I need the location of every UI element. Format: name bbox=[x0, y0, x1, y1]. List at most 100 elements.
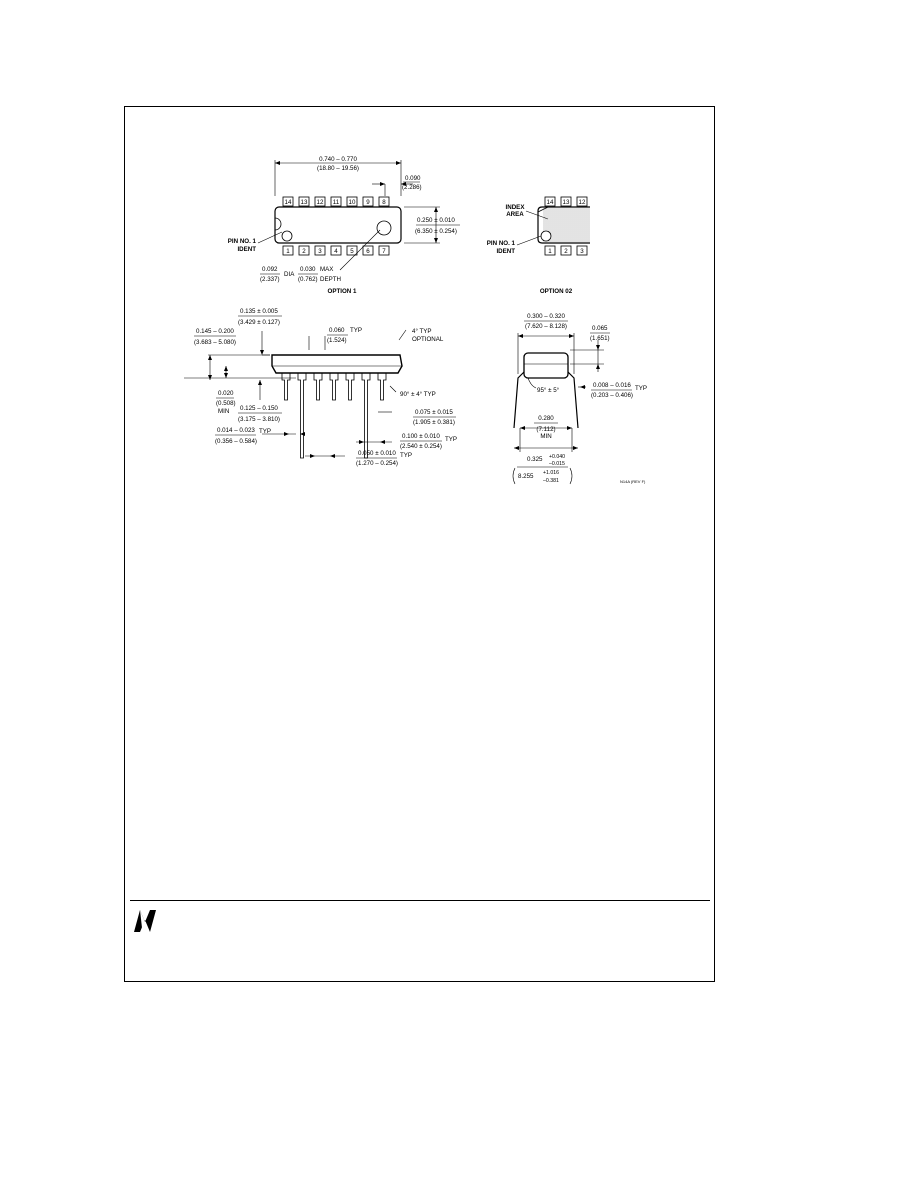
option1-depth-in: 0.030 bbox=[300, 266, 316, 273]
side-lead bbox=[361, 373, 371, 459]
page-frame bbox=[124, 106, 715, 982]
end-lead-in: 0.008 – 0.016 bbox=[593, 382, 631, 389]
option1-top-pin-box-13 bbox=[298, 196, 310, 207]
option2-bottom-pins: 1 2 3 bbox=[544, 245, 588, 256]
end-span-tol-minus: –0.015 bbox=[549, 461, 565, 467]
option2-top-pin-box-13 bbox=[560, 196, 572, 207]
side-angle-a2: OPTIONAL bbox=[412, 336, 444, 343]
option1-width-mm: (6.350 ± 0.254) bbox=[415, 228, 457, 235]
side-lead bbox=[281, 373, 291, 401]
option1-top-pin-number: 9 bbox=[366, 199, 370, 206]
side-d4-min: MIN bbox=[218, 408, 229, 415]
option2-top-pin-number: 13 bbox=[563, 199, 570, 206]
option1-top-pin-number: 11 bbox=[333, 199, 340, 206]
option1-length-mm: (18.80 – 19.56) bbox=[317, 165, 359, 172]
option1-depth-label-2: DEPTH bbox=[320, 276, 341, 283]
option2-pin1-label-2: IDENT bbox=[496, 248, 515, 255]
side-d3-typ: TYP bbox=[350, 327, 362, 334]
side-angle-a1: 4° TYP bbox=[412, 328, 432, 335]
end-lead-right bbox=[567, 371, 579, 429]
side-d9-in: 0.050 ± 0.010 bbox=[358, 450, 396, 457]
side-d9-typ: TYP bbox=[400, 452, 412, 459]
option1-ejector-mark bbox=[376, 220, 392, 236]
option1-length-in: 0.740 – 0.770 bbox=[319, 156, 357, 163]
option2-bottom-pin-box-1 bbox=[544, 245, 556, 256]
option1-bottom-pin-box-3 bbox=[314, 245, 326, 256]
side-d8-in: 0.100 ± 0.010 bbox=[402, 433, 440, 440]
option1-bottom-pin-number: 5 bbox=[350, 248, 354, 255]
side-lead bbox=[313, 373, 323, 401]
option1-end-in: 0.090 bbox=[405, 175, 421, 182]
side-lead bbox=[377, 373, 387, 401]
end-body bbox=[523, 352, 569, 379]
option1-bottom-pin-box-2 bbox=[298, 245, 310, 256]
option2-pin1-label: PIN NO. 1 bbox=[487, 240, 516, 247]
option1-pin1-label: PIN NO. 1 bbox=[228, 238, 257, 245]
end-span-mm-minus: –0.381 bbox=[543, 478, 559, 484]
option1-top-pin-number: 8 bbox=[382, 199, 386, 206]
drawing-id: N14A (REV F) bbox=[620, 479, 646, 484]
option2-top-pin-number: 14 bbox=[547, 199, 554, 206]
end-span-in: 0.325 bbox=[527, 456, 543, 463]
end-span-tol-plus: +0.040 bbox=[549, 454, 565, 460]
option1-bottom-pin-box-6 bbox=[362, 245, 374, 256]
option2-index-label: INDEX bbox=[506, 204, 526, 211]
end-lead-left bbox=[513, 371, 525, 429]
option1-package-body bbox=[274, 206, 402, 244]
end-min-label: MIN bbox=[540, 433, 551, 440]
option1-top-pin-number: 12 bbox=[317, 199, 324, 206]
footer-divider bbox=[130, 900, 710, 901]
option2-bottom-pin-number: 1 bbox=[548, 248, 552, 255]
option1-bottom-pin-box-7 bbox=[378, 245, 390, 256]
side-d6-mm: (1.905 ± 0.381) bbox=[413, 419, 455, 426]
side-d5-in: 0.125 – 0.150 bbox=[240, 405, 278, 412]
end-lead-typ: TYP bbox=[635, 385, 647, 392]
side-d7-mm: (0.356 – 0.584) bbox=[215, 438, 257, 445]
option1-top-pin-number: 10 bbox=[349, 199, 356, 206]
side-d7-typ: TYP bbox=[259, 428, 271, 435]
side-lead bbox=[297, 373, 307, 459]
option1-top-pin-box-10 bbox=[346, 196, 358, 207]
side-d4-mm: (0.508) bbox=[216, 400, 236, 407]
side-d6-in: 0.075 ± 0.015 bbox=[415, 409, 453, 416]
option1-top-pin-box-12 bbox=[314, 196, 326, 207]
option1-bottom-pin-number: 1 bbox=[286, 248, 290, 255]
side-d4-in: 0.020 bbox=[218, 390, 234, 397]
side-leads bbox=[281, 373, 387, 459]
option2-bottom-pin-box-3 bbox=[576, 245, 588, 256]
side-lead bbox=[329, 373, 339, 401]
side-d8-mm: (2.540 ± 0.254) bbox=[400, 443, 442, 450]
end-min-in: 0.280 bbox=[538, 415, 554, 422]
option1-top-pins: 14 13 12 11 10 9 8 bbox=[282, 196, 390, 207]
option2-index-label-2: AREA bbox=[506, 211, 524, 218]
option2-bottom-pin-number: 2 bbox=[564, 248, 568, 255]
side-d3-mm: (1.524) bbox=[327, 337, 347, 344]
option2-bottom-pin-number: 3 bbox=[580, 248, 584, 255]
option1-width-in: 0.250 ± 0.010 bbox=[417, 217, 455, 224]
side-d2-in: 0.145 – 0.200 bbox=[196, 328, 234, 335]
option1-top-pin-number: 14 bbox=[285, 199, 292, 206]
option1-top-pin-number: 13 bbox=[301, 199, 308, 206]
company-logo-icon bbox=[134, 910, 156, 932]
side-d1-in: 0.135 ± 0.005 bbox=[240, 308, 278, 315]
option1-bottom-pin-number: 6 bbox=[366, 248, 370, 255]
option1-dia-in: 0.092 bbox=[262, 266, 278, 273]
option1-notch bbox=[274, 217, 282, 231]
end-h-in: 0.065 bbox=[592, 325, 608, 332]
option1-end-mm: (2.286) bbox=[402, 184, 422, 191]
end-span-mm-plus: +1.016 bbox=[543, 470, 559, 476]
side-lead bbox=[345, 373, 355, 401]
end-span-mm: 8.255 bbox=[518, 473, 534, 480]
side-body bbox=[271, 354, 403, 374]
end-view: 0.300 – 0.320 (7.620 – 8.128) 0.065 (1.6… bbox=[512, 313, 647, 485]
option1-label: OPTION 1 bbox=[328, 288, 357, 295]
option1-dia-mm: (2.337) bbox=[260, 276, 280, 283]
option1-bottom-pin-number: 7 bbox=[382, 248, 386, 255]
option1-top-pin-box-14 bbox=[282, 196, 294, 207]
option1-depth-mm: (0.762) bbox=[298, 276, 318, 283]
